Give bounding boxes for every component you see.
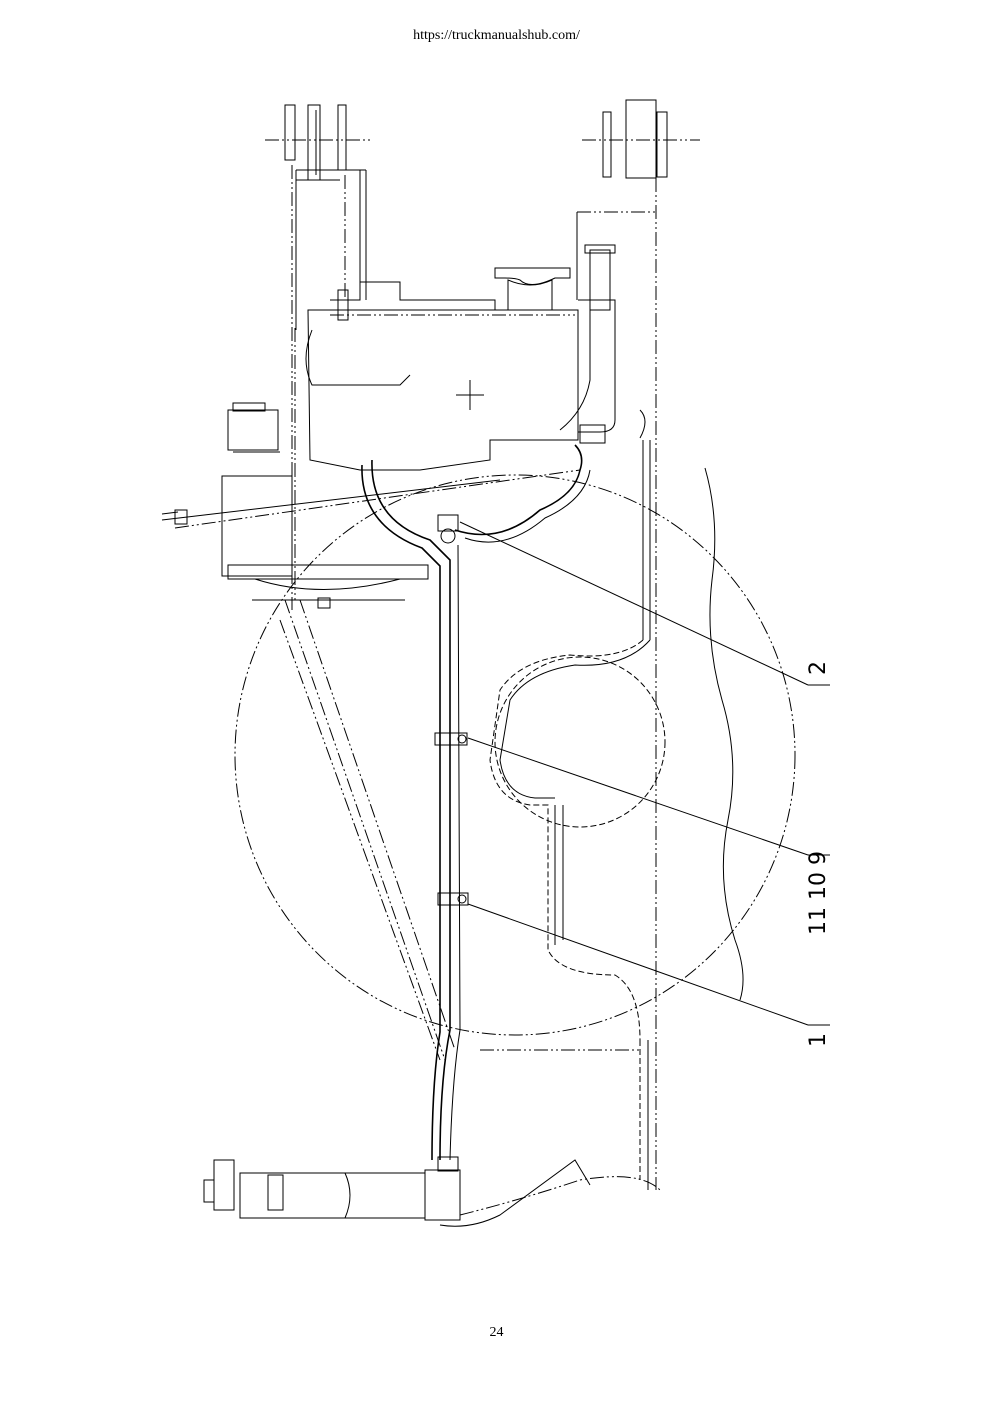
fuel-line-clip-middle [434, 732, 468, 746]
expansion-tank [559, 244, 616, 444]
leader-line-2 [459, 521, 809, 686]
header-url[interactable]: https://truckmanualshub.com/ [413, 28, 580, 43]
right-frame-rail [576, 99, 700, 1190]
fuel-tank [203, 1159, 661, 1227]
center-reference-line [294, 328, 640, 1051]
page-number: 24 [489, 1325, 504, 1340]
starter-motor [221, 402, 429, 609]
callouts: 2 11 10 9 1 [459, 521, 831, 1047]
leader-line-1 [467, 903, 809, 1026]
callout-label-1: 1 [806, 1033, 831, 1047]
leader-line-9-10-11 [467, 737, 809, 856]
engine-block [305, 281, 579, 471]
callout-label-11-10-9: 11 10 9 [806, 851, 831, 935]
left-frame-rail [265, 104, 372, 610]
fuel-pipe-main [361, 459, 461, 1172]
fuel-line-clip-lower [437, 892, 469, 906]
engine-fan-pulley [494, 267, 571, 311]
frame-wavy-edge [639, 409, 744, 1001]
diagonal-reference-lines [279, 599, 456, 1061]
throttle-cable [161, 469, 581, 529]
fuel-return-pipe [454, 444, 591, 543]
chassis-crossmember [489, 639, 651, 1041]
wheel-envelope-outline [234, 474, 796, 1036]
callout-label-2: 2 [806, 661, 831, 675]
fuel-line-clip-upper [437, 514, 459, 544]
